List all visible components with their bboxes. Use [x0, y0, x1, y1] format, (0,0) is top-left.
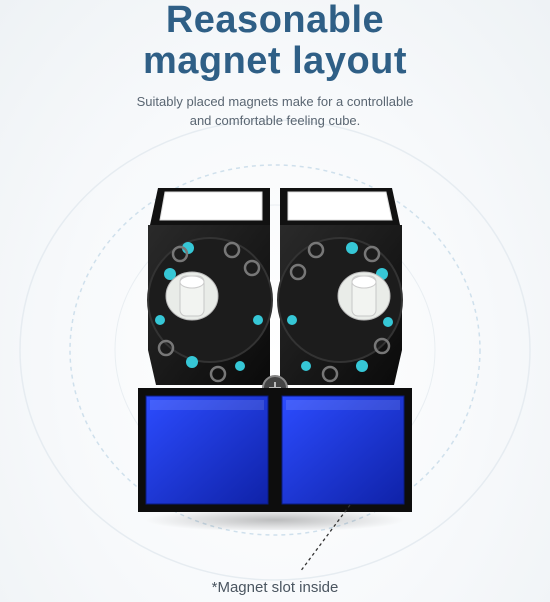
headline-line-2: magnet layout	[142, 40, 408, 82]
headline-line-1: Reasonable	[165, 0, 385, 41]
description-line-1: Suitably placed magnets make for a contr…	[136, 94, 414, 109]
cube-image	[138, 188, 412, 532]
magnet-slot-caption: *Magnet slot inside	[211, 579, 339, 596]
description-line-2: and comfortable feeling cube.	[189, 113, 361, 128]
cube-illustration	[120, 170, 430, 532]
